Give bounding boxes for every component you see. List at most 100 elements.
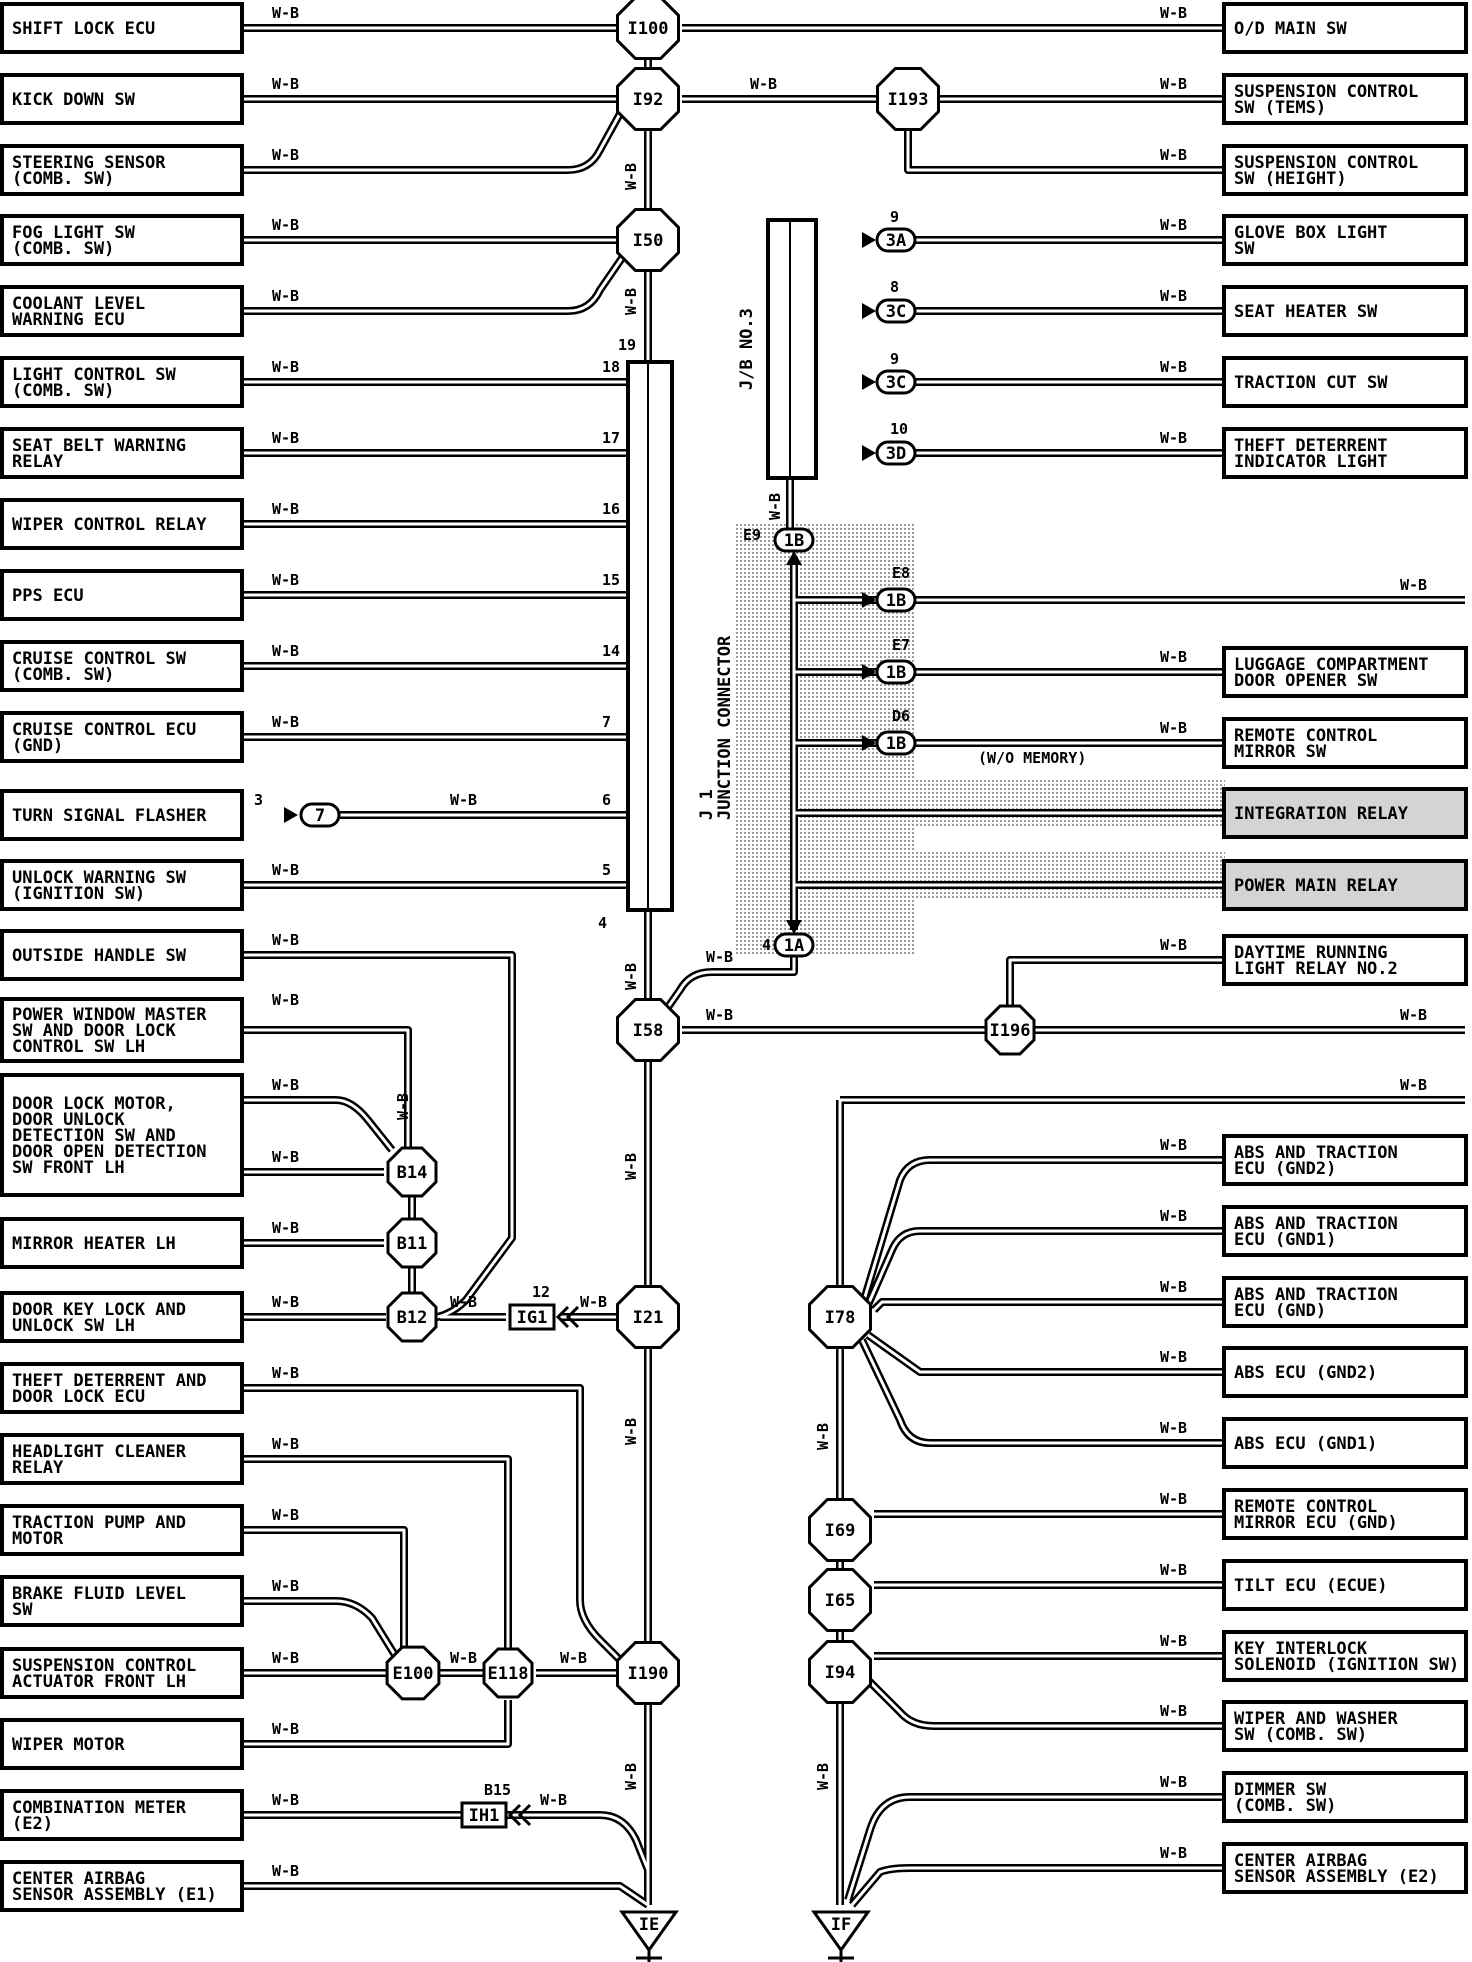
right-component-15-frame (1222, 1346, 1468, 1398)
wire-headlight-cleaner-core (242, 1457, 510, 1660)
wire-color-label-vertical: W-B (622, 1763, 640, 1790)
left-component-2-label: (COMB. SW) (12, 169, 114, 189)
left-component-17-label: DOOR KEY LOCK AND (12, 1300, 186, 1320)
pin-number: 5 (602, 861, 611, 879)
left-component-12-frame (0, 859, 244, 911)
splice-label: B12 (397, 1308, 428, 1328)
wire-color-label: W-B (272, 1791, 299, 1809)
splice-e118: E118 (482, 1647, 534, 1699)
wire-color-label-vertical: W-B (622, 1153, 640, 1180)
arrow-up-icon (786, 551, 802, 565)
wire-color-label: W-B (272, 429, 299, 447)
splice-label: B14 (397, 1163, 428, 1183)
wire-color-label: W-B (1160, 1773, 1187, 1791)
wire-color-label: W-B (272, 931, 299, 949)
left-component-15-label: DETECTION SW AND (12, 1126, 176, 1146)
wires (242, 24, 1465, 1909)
left-component-4-frame (0, 285, 244, 337)
wire-color-label: W-B (750, 75, 777, 93)
wire-color-label: W-B (272, 1649, 299, 1667)
left-component-23-frame (0, 1718, 244, 1770)
left-component-18-label: DOOR LOCK ECU (12, 1387, 145, 1407)
j1-label-b: JUNCTION CONNECTOR (715, 635, 735, 820)
left-component-19-label: RELAY (12, 1458, 64, 1478)
splice-b12: B12 (386, 1291, 438, 1343)
right-component-21: DIMMER SW(COMB. SW) (1222, 1771, 1468, 1823)
pin-number: 9 (890, 208, 899, 226)
right-component-6-label: THEFT DETERRENT (1234, 436, 1388, 456)
connector-1b: 1B (875, 659, 917, 685)
right-component-19-label: SOLENOID (IGNITION SW) (1234, 1655, 1459, 1675)
left-component-6-label: SEAT BELT WARNING (12, 436, 186, 456)
left-component-17-label: UNLOCK SW LH (12, 1316, 135, 1336)
right-component-20-label: WIPER AND WASHER (1234, 1709, 1399, 1729)
connector-3c: 3C (875, 369, 917, 395)
connector-1a: 1A (773, 932, 815, 958)
pin-number: 15 (602, 571, 620, 589)
jb-no3-label: J/B NO.3 (737, 308, 757, 390)
splice-i69: I69 (808, 1498, 872, 1562)
right-component-8-label: REMOTE CONTROL (1234, 726, 1377, 746)
pin-number: E8 (892, 564, 910, 582)
connector-label: IH1 (469, 1806, 500, 1826)
right-component-17-label: MIRROR ECU (GND) (1234, 1513, 1398, 1533)
wire-color-label: W-B (540, 1791, 567, 1809)
wire-comb-meter (242, 1811, 652, 1872)
ground-ie-label: IE (639, 1915, 659, 1935)
splice-label: I190 (628, 1664, 669, 1684)
connector-label: 1B (886, 734, 906, 754)
splice-label: I196 (990, 1021, 1031, 1041)
splice-label: E118 (488, 1664, 529, 1684)
wire-color-label-vertical: W-B (394, 1093, 412, 1120)
wire-color-label: W-B (1400, 1006, 1427, 1024)
splice-i58: I58 (616, 998, 680, 1062)
left-component-2: STEERING SENSOR(COMB. SW) (0, 144, 244, 196)
wire-color-label: W-B (272, 1293, 299, 1311)
left-component-3: FOG LIGHT SW(COMB. SW) (0, 214, 244, 266)
splice-label: I58 (633, 1021, 664, 1041)
pin-number: E9 (743, 526, 761, 544)
splice-label: I50 (633, 231, 664, 251)
left-component-23: WIPER MOTOR (0, 1718, 244, 1770)
wire-color-label-vertical: W-B (766, 493, 784, 520)
connector-label: 7 (315, 806, 325, 826)
left-component-2-frame (0, 144, 244, 196)
wire-color-label: W-B (1160, 1348, 1187, 1366)
left-component-9-label: (COMB. SW) (12, 665, 114, 685)
right-component-5: TRACTION CUT SW (1222, 356, 1468, 408)
pin-number: 6 (602, 791, 611, 809)
wire-color-label: W-B (272, 642, 299, 660)
connector-3c: 3C (875, 298, 917, 324)
splice-i78: I78 (808, 1285, 872, 1349)
connector-3d: 3D (875, 440, 917, 466)
left-component-20-label: MOTOR (12, 1529, 64, 1549)
wire-color-label: W-B (450, 791, 477, 809)
right-component-11-label: DAYTIME RUNNING (1234, 943, 1388, 963)
right-component-3-label: SW (1234, 239, 1255, 259)
left-component-17-frame (0, 1291, 244, 1343)
connector-label: 1A (784, 936, 804, 956)
wire-color-label: W-B (1160, 4, 1187, 22)
wire-color-label: W-B (272, 216, 299, 234)
pin-number: 8 (890, 278, 899, 296)
left-component-5: LIGHT CONTROL SW(COMB. SW) (0, 356, 244, 408)
wire-i196-drl-core (1008, 958, 1224, 1005)
wire-dimmer-core (846, 1795, 1224, 1901)
wire-color-label: W-B (450, 1293, 477, 1311)
wire-color-label: W-B (560, 1649, 587, 1667)
left-component-19-label: HEADLIGHT CLEANER (12, 1442, 187, 1462)
wire-color-label: W-B (1160, 75, 1187, 93)
wire-color-label: W-B (272, 1435, 299, 1453)
wire-power-window-core (242, 1028, 410, 1158)
right-component-4-frame (1222, 285, 1468, 337)
right-component-11-label: LIGHT RELAY NO.2 (1234, 959, 1398, 979)
splice-label: I193 (888, 90, 929, 110)
